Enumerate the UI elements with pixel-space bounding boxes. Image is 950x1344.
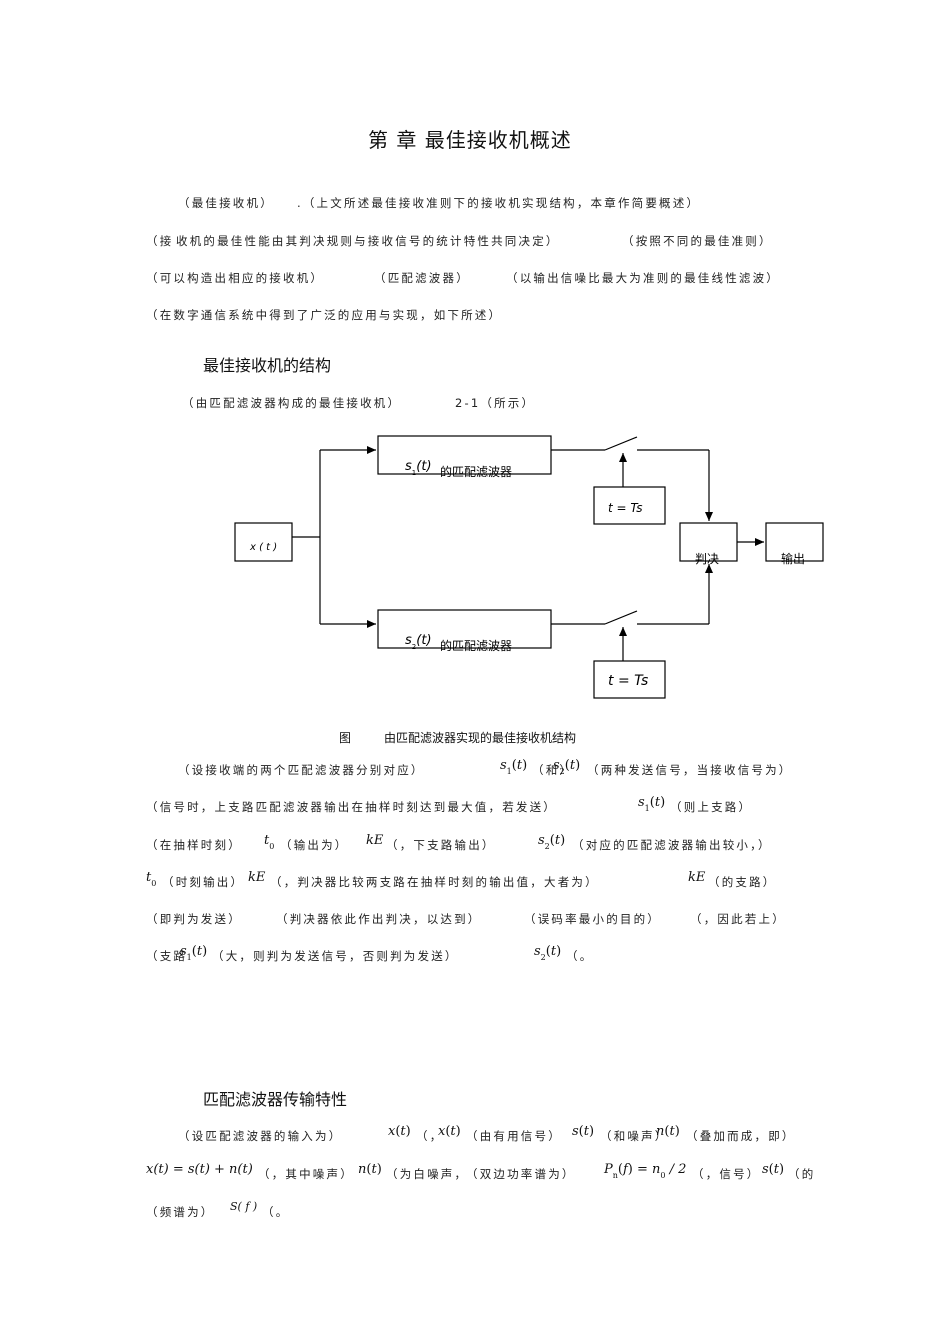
equation-noise-psd: sPn(f) = n0 / 2	[604, 1162, 687, 1180]
p2-line-4a: （时刻输出）	[162, 875, 245, 889]
s2-line-1a: （设匹配滤波器的输入为）	[178, 1129, 343, 1143]
s2-line-3a: （频谱为）	[146, 1205, 215, 1219]
s2-line-2c: （双边功率谱为）	[466, 1167, 576, 1181]
sampler-1-label: t = Ts	[608, 501, 643, 515]
symbol-nt: n(t)	[656, 1124, 680, 1139]
structure-intro-b: 2-1（所示）	[455, 396, 536, 410]
output-block	[765, 522, 824, 562]
intro-line-2b: 收机的最佳性能由其判决规则与接收信号的统计特性共同决定）	[176, 234, 560, 248]
sampler-2-label: t = Ts	[608, 673, 648, 689]
symbol-t0-b: t0	[146, 870, 157, 888]
symbol-s1t-b: s1(t)	[638, 795, 666, 813]
filter-1-label: 的匹配滤波器	[440, 464, 512, 479]
intro-line-4: （在数字通信系统中得到了广泛的应用与实现，如下所述）	[146, 308, 503, 322]
page-title: 第 章 最佳接收机概述	[368, 128, 572, 152]
s2-line-1c: （由有用信号）	[466, 1129, 562, 1143]
filter-2-signal-symbol: s2(t)	[405, 633, 432, 651]
p2-line-2b: （则上支路）	[670, 800, 753, 814]
s2-line-1b: （，	[416, 1129, 444, 1143]
s2-line-1d: （和噪声）	[600, 1129, 669, 1143]
section-heading-structure: 最佳接收机的结构	[203, 356, 332, 375]
sampler-1-switch	[604, 436, 638, 451]
p2-line-1a: （设接收端的两个匹配滤波器分别对应）	[178, 763, 425, 777]
p2-line-3b: （输出为）	[280, 838, 349, 852]
figure-caption-prefix: 图	[339, 731, 352, 745]
p2-line-1b: （和）	[532, 763, 574, 777]
sampler-2-switch	[604, 610, 638, 625]
symbol-nt-b: n(t)	[358, 1162, 382, 1177]
decision-label: 判决	[695, 552, 719, 566]
symbol-s1t-c: s1(t)	[180, 944, 208, 962]
p2-line-5d: （，因此若上）	[690, 912, 786, 926]
filter-1-signal-symbol: s1(t)	[405, 459, 432, 477]
symbol-kE: kE	[366, 833, 384, 848]
intro-line-3c: （以输出信噪比最大为准则的最佳线性滤波）	[506, 271, 780, 285]
symbol-st: s(t)	[572, 1124, 595, 1139]
sampler-1-block	[593, 486, 666, 525]
symbol-Sf: S( f )	[230, 1200, 258, 1213]
p2-line-4b: （，判决器比较两支路在抽样时刻的输出值，大者为）	[270, 875, 599, 889]
section-heading-transfer: 匹配滤波器传输特性	[203, 1090, 348, 1109]
symbol-t0: t0	[264, 833, 275, 851]
intro-line-3b: （匹配滤波器）	[374, 271, 470, 285]
filter-2-label: 的匹配滤波器	[440, 638, 512, 653]
s2-line-3b: （。	[262, 1205, 290, 1219]
matched-filter-1-block	[377, 435, 552, 475]
p2-line-5b: （判决器依此作出判决，以达到）	[276, 912, 482, 926]
equation-signal-plus-noise: x(t) = s(t) + n(t)	[146, 1162, 253, 1177]
input-block	[234, 522, 293, 562]
receiver-block-diagram: x ( t ) s1(t) 的匹配滤波器 s2(t) 的匹配滤波器 t = Ts…	[234, 435, 824, 699]
symbol-s2t-b: s2(t)	[538, 833, 566, 851]
p2-line-6a: （支路	[146, 949, 188, 963]
s2-line-2d: （，信号）	[692, 1167, 761, 1181]
p2-line-5c: （误码率最小的目的）	[524, 912, 661, 926]
s2-line-2a: （，其中噪声）	[258, 1167, 354, 1181]
intro-line-1b: .（上文所述最佳接收准则下的接收机实现结构，本章作简要概述）	[297, 196, 701, 210]
p2-line-1c: （两种发送信号，当接收信号为）	[587, 763, 793, 777]
symbol-xt: x(t)	[388, 1124, 411, 1139]
symbol-st-b: s(t)	[762, 1162, 785, 1177]
sampler-2-block	[593, 660, 666, 699]
symbol-xt-b: x(t)	[438, 1124, 461, 1139]
intro-line-2c: （按照不同的最佳准则）	[622, 234, 773, 248]
intro-line-1a: （最佳接收机）	[178, 196, 274, 210]
input-label: x ( t )	[249, 542, 277, 553]
p2-line-3d: （对应的匹配滤波器输出较小，）	[572, 838, 772, 852]
s2-line-2e: （的	[788, 1167, 816, 1181]
s2-line-1e: （叠加而成，即）	[686, 1129, 796, 1143]
matched-filter-2-block	[377, 609, 552, 649]
p2-line-6b: （大，则判为发送信号，否则判为发送）	[212, 949, 459, 963]
p2-line-4c: （的支路）	[708, 875, 777, 889]
p2-line-5a: （即判为发送）	[146, 912, 242, 926]
p2-line-3c: （，下支路输出）	[386, 838, 496, 852]
symbol-s2t-c: s2(t)	[534, 944, 562, 962]
p2-line-6c: （。	[566, 949, 594, 963]
s2-line-2b: （为白噪声，	[386, 1167, 469, 1181]
p2-line-2a: （信号时，上支路匹配滤波器输出在抽样时刻达到最大值，若发送）	[146, 800, 557, 814]
p2-line-3a: （在抽样时刻）	[146, 838, 242, 852]
intro-line-2a: （接	[146, 234, 174, 248]
symbol-kE-c: kE	[688, 870, 706, 885]
output-label: 输出	[781, 551, 805, 566]
symbol-s2t: s2(t)	[553, 758, 581, 776]
symbol-s1t: s1(t)	[500, 758, 528, 776]
figure-caption: 由匹配滤波器实现的最佳接收机结构	[384, 731, 577, 745]
intro-line-3a: （可以构造出相应的接收机）	[146, 271, 325, 285]
structure-intro-a: （由匹配滤波器构成的最佳接收机）	[182, 396, 402, 410]
symbol-kE-b: kE	[248, 870, 266, 885]
